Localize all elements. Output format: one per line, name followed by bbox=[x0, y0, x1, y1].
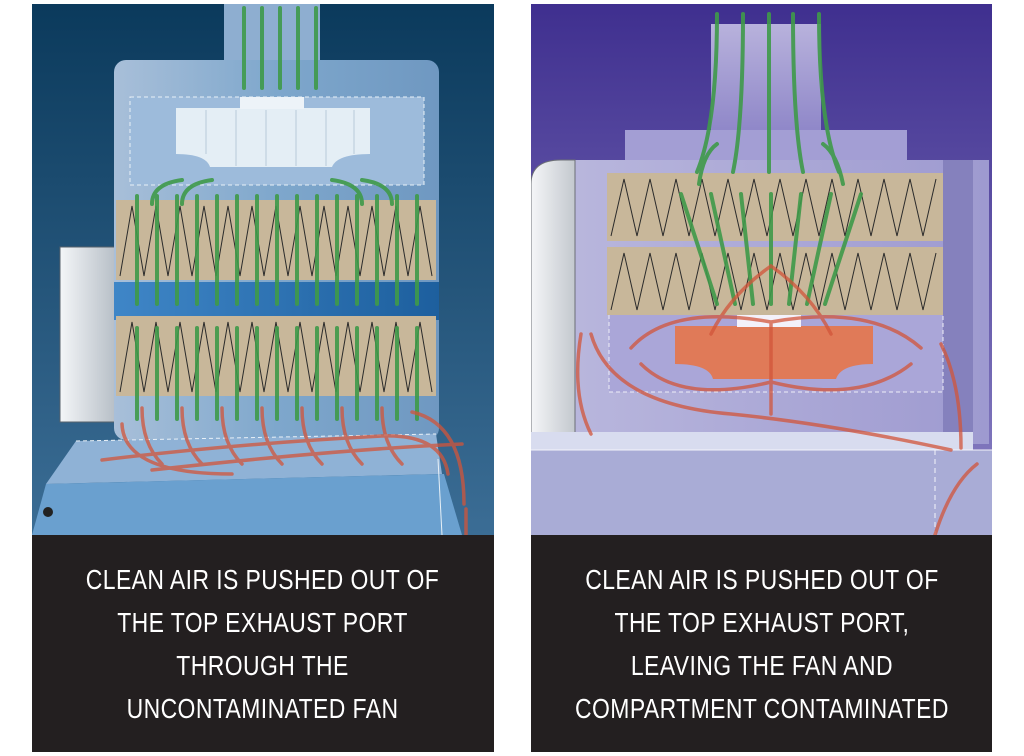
clean-air-arrow bbox=[821, 142, 845, 186]
right-upper-filter bbox=[607, 173, 943, 241]
clean-air-arrow bbox=[731, 12, 745, 174]
contaminated-air-arrow bbox=[150, 442, 464, 472]
clean-air-arrow bbox=[697, 142, 719, 186]
left-fan-top bbox=[240, 97, 304, 109]
clean-air-arrow bbox=[787, 192, 803, 306]
contaminated-air-arrow bbox=[300, 406, 324, 466]
right-caption: CLEAN AIR IS PUSHED OUT OF THE TOP EXHAU… bbox=[575, 558, 949, 730]
left-airflow-diagram bbox=[32, 4, 494, 535]
contaminated-air-arrow bbox=[220, 406, 244, 466]
clean-air-arrow bbox=[695, 12, 719, 174]
clean-air-arrow bbox=[330, 178, 364, 206]
contaminated-air-arrow bbox=[260, 406, 284, 466]
clean-air-arrow bbox=[180, 178, 214, 206]
contaminated-air-arrow bbox=[589, 332, 953, 452]
filter-pleats bbox=[119, 321, 433, 393]
left-caption-box: CLEAN AIR IS PUSHED OUT OF THE TOP EXHAU… bbox=[32, 535, 494, 752]
right-caption-line-4: COMPARTMENT CONTAMINATED bbox=[574, 692, 949, 724]
contaminated-air-arrow bbox=[180, 406, 204, 466]
right-base bbox=[531, 450, 992, 535]
left-caption-line-2: THE TOP EXHAUST PORT bbox=[117, 606, 409, 638]
right-work-surface bbox=[531, 432, 973, 452]
contaminated-air-arrow bbox=[933, 462, 979, 535]
right-airflow-diagram bbox=[531, 4, 992, 535]
clean-air-arrow bbox=[823, 192, 863, 306]
left-sash-knob bbox=[43, 507, 53, 517]
contaminated-air-arrow bbox=[100, 434, 450, 476]
contaminated-air-arrow bbox=[120, 422, 234, 476]
contaminated-air-arrow bbox=[769, 264, 833, 336]
right-lower-filter bbox=[607, 247, 943, 315]
right-caption-line-2: THE TOP EXHAUST PORT, bbox=[614, 606, 909, 638]
contaminated-air-arrow bbox=[709, 264, 773, 336]
left-fan-housing bbox=[176, 108, 370, 167]
clean-air-arrow bbox=[791, 12, 805, 174]
left-base bbox=[32, 474, 462, 535]
contaminated-air-arrow bbox=[380, 406, 404, 466]
clean-air-arrow bbox=[709, 192, 737, 306]
right-exhaust-collar bbox=[625, 130, 907, 160]
left-caption-line-1: CLEAN AIR IS PUSHED OUT OF bbox=[86, 563, 440, 595]
clean-air-arrow bbox=[360, 178, 394, 206]
filter-pleats bbox=[610, 178, 937, 237]
contaminated-air-arrow bbox=[575, 332, 593, 436]
left-caption-line-4: UNCONTAMINATED FAN bbox=[127, 692, 399, 724]
contaminated-air-arrow bbox=[629, 315, 923, 350]
right-caption-box: CLEAN AIR IS PUSHED OUT OF THE TOP EXHAU… bbox=[531, 535, 992, 752]
right-exhaust-port bbox=[711, 24, 821, 134]
right-side-panel bbox=[531, 159, 576, 441]
filter-pleats bbox=[610, 252, 937, 311]
contaminated-air-arrow bbox=[140, 406, 164, 466]
left-diagram-panel: CLEAN AIR IS PUSHED OUT OF THE TOP EXHAU… bbox=[32, 4, 494, 752]
contaminated-air-arrow bbox=[410, 410, 466, 506]
contaminated-air-arrow bbox=[340, 406, 364, 466]
clean-air-arrow bbox=[679, 192, 719, 306]
contaminated-air-arrow bbox=[939, 342, 963, 450]
right-caption-line-3: LEAVING THE FAN AND bbox=[630, 649, 893, 681]
clean-air-arrow bbox=[739, 192, 755, 306]
left-caption-line-3: THROUGH THE bbox=[176, 649, 350, 681]
right-fan-housing bbox=[675, 326, 873, 379]
right-caption-line-1: CLEAN AIR IS PUSHED OUT OF bbox=[584, 563, 939, 595]
left-side-handle bbox=[59, 246, 117, 423]
right-diagram-panel: CLEAN AIR IS PUSHED OUT OF THE TOP EXHAU… bbox=[531, 4, 992, 752]
left-caption: CLEAN AIR IS PUSHED OUT OF THE TOP EXHAU… bbox=[86, 558, 439, 730]
clean-air-arrow bbox=[805, 192, 833, 306]
clean-air-arrow bbox=[150, 178, 184, 206]
